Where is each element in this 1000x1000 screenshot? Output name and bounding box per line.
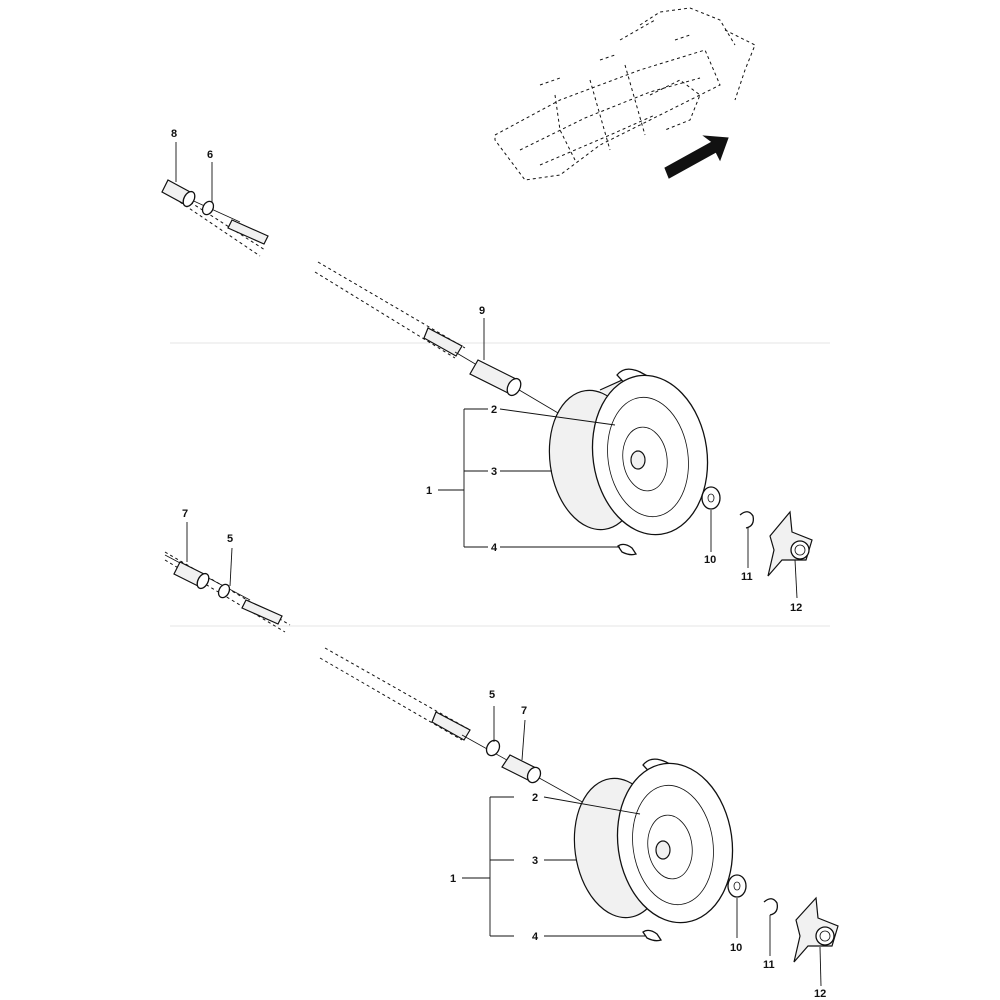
- bushing-8: [161, 179, 196, 208]
- bushing-9: [469, 359, 522, 397]
- callout-10: 10: [704, 554, 716, 566]
- callout-4: 4: [491, 542, 498, 554]
- callout-1: 1: [426, 485, 432, 497]
- callout-11: 11: [763, 959, 775, 971]
- callout-12: 12: [814, 988, 826, 1000]
- assembly-upper: 8 6 9 1 2 3 4 10 11 12: [161, 128, 813, 614]
- callout-1: 1: [450, 873, 456, 885]
- axle-knurl: [423, 327, 463, 357]
- callout-6: 6: [207, 149, 213, 161]
- axle-line: [317, 261, 466, 349]
- bushing-7: [173, 561, 210, 590]
- washer-5: [485, 739, 501, 757]
- callout-12: 12: [790, 602, 802, 614]
- hub-cap-icon: [767, 510, 813, 577]
- axle-line: [164, 559, 286, 633]
- callout-9: 9: [479, 305, 485, 317]
- callout-3: 3: [491, 466, 497, 478]
- callout-5: 5: [489, 689, 495, 701]
- callout-2: 2: [532, 792, 538, 804]
- axle-line: [319, 657, 463, 741]
- axle-line: [324, 647, 471, 731]
- direction-arrow-icon: [664, 135, 729, 179]
- valve-4: [617, 543, 638, 556]
- clip-11: [763, 898, 778, 916]
- callout-7: 7: [182, 508, 188, 520]
- assembly-lower: 7 5 5 7 1 2 3 4 10 11 12: [164, 508, 839, 1000]
- axle-knurl: [227, 219, 269, 245]
- axle-line: [314, 271, 456, 359]
- axle-knurl: [431, 711, 471, 741]
- hub-cap-icon: [793, 896, 839, 963]
- bushing-7: [501, 754, 542, 784]
- axle-knurl: [241, 599, 283, 625]
- wheel-tire-icon: [573, 758, 734, 924]
- clip-11: [739, 511, 754, 529]
- washer-5: [217, 583, 231, 599]
- callout-11: 11: [741, 571, 753, 583]
- washer-10: [727, 874, 747, 898]
- valve-4: [642, 929, 663, 942]
- callout-5: 5: [227, 533, 233, 545]
- callout-2: 2: [491, 404, 497, 416]
- callout-8: 8: [171, 128, 177, 140]
- tractor-frame-locator-icon: [494, 7, 756, 181]
- callout-10: 10: [730, 942, 742, 954]
- callout-3: 3: [532, 855, 538, 867]
- washer-10: [701, 486, 721, 510]
- wheel-tire-icon: [548, 368, 709, 536]
- callout-7: 7: [521, 705, 527, 717]
- callout-4: 4: [532, 931, 539, 943]
- washer-6: [201, 200, 215, 216]
